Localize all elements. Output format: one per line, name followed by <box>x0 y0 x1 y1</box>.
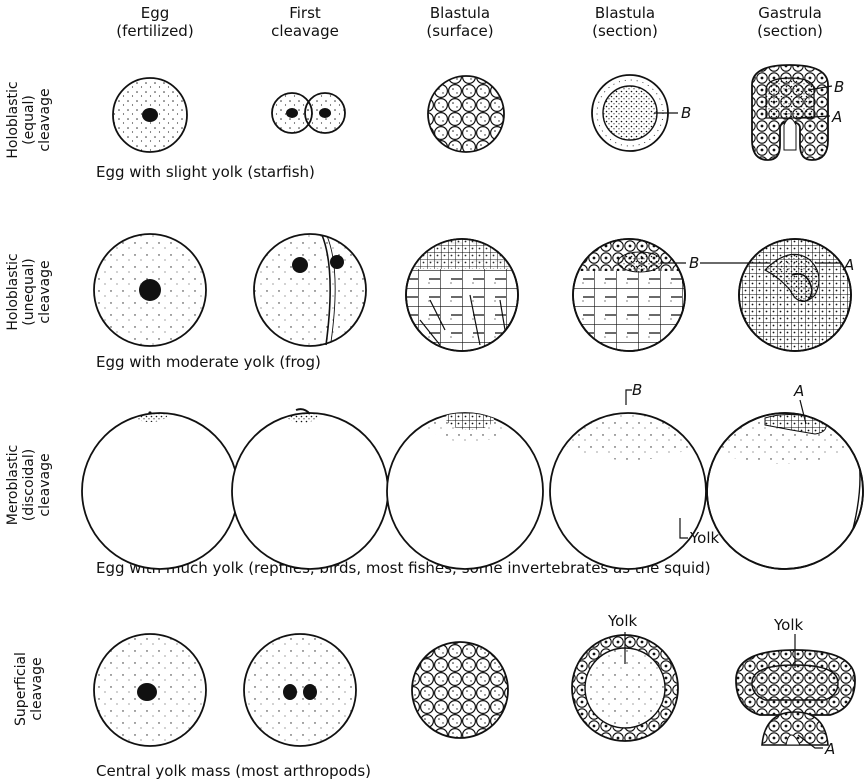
first-cleavage-arthropod <box>244 634 356 746</box>
gastrula-section-starfish: B A <box>752 65 844 160</box>
blastula-section-frog: B <box>573 239 699 351</box>
label-archenteron: A <box>824 740 835 758</box>
first-cleavage-starfish <box>272 93 345 133</box>
label-blastocoel: B <box>834 78 844 96</box>
row-meroblastic-drawings: B Yolk A <box>82 381 863 569</box>
row-holoblastic-equal-drawings: B B A <box>113 65 844 160</box>
egg-starfish <box>113 78 187 152</box>
first-cleavage-frog <box>254 234 366 346</box>
blastula-section-arthropod: Yolk <box>572 612 678 741</box>
row-superficial-drawings: Yolk Yolk A <box>94 612 855 758</box>
blastula-surface-arthropod <box>412 642 508 738</box>
blastula-section-bird: B Yolk <box>550 381 720 569</box>
egg-bird <box>82 406 238 569</box>
label-archenteron: A <box>831 108 842 126</box>
label-yolk: Yolk <box>607 612 638 630</box>
blastula-surface-bird <box>387 398 543 569</box>
blastula-surface-starfish <box>428 76 504 152</box>
blastula-surface-frog <box>406 239 518 351</box>
egg-arthropod <box>94 634 206 746</box>
blastula-section-starfish: B <box>592 75 691 151</box>
label-yolk: Yolk <box>689 529 720 547</box>
label-blastocoel: B <box>689 254 699 272</box>
row-holoblastic-unequal-drawings: B A <box>94 234 854 351</box>
label-blastocoel: B <box>632 381 642 399</box>
label-yolk: Yolk <box>773 616 804 634</box>
label-archenteron: A <box>843 256 854 274</box>
gastrula-section-bird: A <box>700 382 863 569</box>
label-blastocoel: B <box>681 104 691 122</box>
gastrula-section-arthropod: Yolk A <box>736 616 855 758</box>
egg-frog <box>94 234 206 346</box>
gastrula-section-frog: A <box>700 239 854 351</box>
label-archenteron: A <box>793 382 804 400</box>
first-cleavage-bird <box>232 405 388 569</box>
